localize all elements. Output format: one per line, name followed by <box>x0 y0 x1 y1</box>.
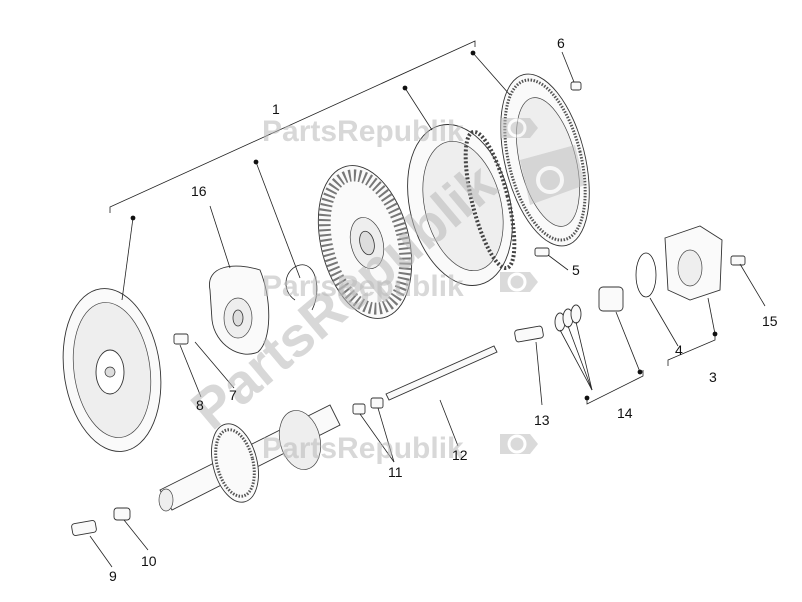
leader-lines <box>89 51 766 568</box>
clutch-disc <box>317 165 413 319</box>
watermark-text-top: PartsRepublik <box>262 115 464 148</box>
small-parts <box>71 81 746 536</box>
plate-16 <box>209 265 270 355</box>
watermark-text-middle: PartsRepublik <box>262 270 464 303</box>
callout-9: 9 <box>109 568 117 584</box>
callout-11: 11 <box>388 464 403 480</box>
callout-1: 1 <box>272 101 280 117</box>
main-shaft <box>158 404 341 512</box>
callout-16: 16 <box>191 183 207 199</box>
gear-icon <box>500 272 538 292</box>
circlip <box>285 264 318 311</box>
group-bracket-1 <box>109 40 476 213</box>
callout-5: 5 <box>572 262 580 278</box>
gear-icon <box>520 145 585 205</box>
callout-labels: 1 3 4 5 6 7 8 9 10 11 12 13 14 15 16 <box>109 35 778 584</box>
callout-12: 12 <box>452 447 468 463</box>
callout-15: 15 <box>762 313 778 329</box>
callout-10: 10 <box>141 553 157 569</box>
watermark-text-bottom: PartsRepublik <box>262 432 464 465</box>
pressure-plate <box>407 124 517 286</box>
gear-icon <box>500 118 538 138</box>
callout-8: 8 <box>196 397 204 413</box>
callout-3: 3 <box>709 369 717 385</box>
callout-7: 7 <box>229 387 237 403</box>
gear-icon <box>500 434 538 454</box>
callout-14: 14 <box>617 405 633 421</box>
rod-12 <box>385 345 498 401</box>
clutch-housing <box>62 288 162 452</box>
callout-6: 6 <box>557 35 565 51</box>
callout-dots <box>130 50 718 401</box>
callout-13: 13 <box>534 412 550 428</box>
callout-4: 4 <box>675 342 683 358</box>
